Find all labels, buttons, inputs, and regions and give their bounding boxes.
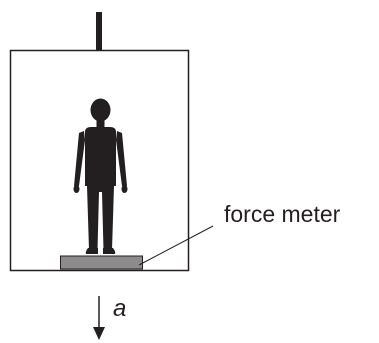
force-meter-leader-line [138, 225, 214, 266]
person-silhouette [73, 98, 128, 254]
acceleration-label: a [113, 295, 126, 322]
lift-cable [96, 12, 102, 50]
lift-cage [9, 49, 190, 272]
force-meter-label: force meter [224, 201, 341, 227]
acceleration-arrow [93, 296, 105, 340]
force-meter [60, 255, 143, 270]
